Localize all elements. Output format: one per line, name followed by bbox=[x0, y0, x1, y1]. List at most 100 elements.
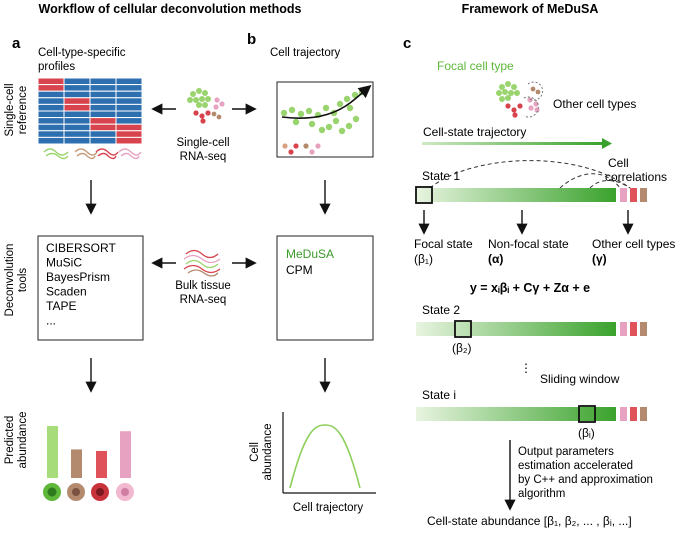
state2-other-pink bbox=[620, 322, 627, 336]
left-header: Workflow of cellular deconvolution metho… bbox=[39, 2, 302, 16]
heatmap-cell bbox=[89, 90, 117, 99]
row-label-ref-1: Single-cell bbox=[4, 83, 16, 136]
scrna-label-2: RNA-seq bbox=[180, 151, 227, 163]
heatmap-cell bbox=[89, 103, 117, 112]
state1-other-red bbox=[630, 188, 637, 202]
state1-label: State 1 bbox=[422, 169, 460, 183]
scrna-label-1: Single-cell bbox=[176, 137, 229, 149]
heatmap-cell bbox=[115, 77, 143, 86]
focal-cell-type-label: Focal cell type bbox=[437, 59, 514, 73]
state1-other-pink bbox=[620, 188, 627, 202]
other-cell-types-label: Other cell types bbox=[553, 97, 636, 111]
cell-types-cluster-icon bbox=[496, 81, 544, 118]
ellipsis-dots: ⋮ bbox=[520, 361, 532, 375]
betai-label: (βᵢ) bbox=[578, 426, 595, 440]
method-medusa: MeDuSA bbox=[286, 247, 334, 261]
trajectory-arrow-shaft bbox=[422, 142, 602, 145]
profiles-label-1: Cell-type-specific bbox=[38, 47, 126, 59]
statei-label: State i bbox=[422, 388, 456, 402]
state1-other-brown bbox=[640, 188, 647, 202]
correlations-label-2: correlations bbox=[605, 170, 667, 184]
heatmap-cell bbox=[37, 130, 65, 138]
statei-window bbox=[578, 405, 596, 423]
tool-item: CIBERSORT bbox=[46, 241, 116, 255]
curve-ylabel-1: Cell bbox=[249, 442, 261, 462]
cell-type-icons bbox=[43, 483, 134, 501]
correlation-arc-1 bbox=[429, 160, 631, 189]
state2-other-red bbox=[630, 322, 637, 336]
statei-other-pink bbox=[620, 407, 627, 421]
panel-b-title: Cell trajectory bbox=[270, 47, 341, 59]
cell-state-abundance-result: Cell-state abundance [β₁, β₂, ... , βᵢ, … bbox=[427, 514, 632, 528]
abundance-curve bbox=[289, 424, 361, 489]
heatmap-cell bbox=[63, 90, 91, 99]
method-cpm: CPM bbox=[286, 263, 313, 277]
trajectory-arrow-head bbox=[602, 138, 612, 149]
heatmap-cell bbox=[37, 97, 65, 105]
abundance-bar bbox=[120, 431, 131, 478]
trajectory-box bbox=[276, 81, 374, 158]
row-label-abund-2: abundance bbox=[17, 412, 29, 469]
heatmap-cell bbox=[63, 130, 91, 138]
heatmap-cell bbox=[115, 110, 143, 119]
panel-c-letter: c bbox=[403, 35, 411, 52]
state2-label: State 2 bbox=[422, 303, 460, 317]
heatmap-cell bbox=[115, 117, 143, 125]
tool-item: ... bbox=[46, 314, 56, 328]
heatmap-cell bbox=[63, 77, 91, 86]
output-text-4: algorithm bbox=[518, 488, 565, 500]
statei-other-red bbox=[630, 407, 637, 421]
sliding-window-label: Sliding window bbox=[540, 372, 620, 386]
heatmap-cell bbox=[37, 123, 65, 132]
heatmap-cell bbox=[89, 110, 117, 119]
nonfocal-state-symbol: (α) bbox=[488, 252, 503, 266]
heatmap-cell bbox=[115, 97, 143, 105]
heatmap-cell bbox=[115, 90, 143, 99]
tool-list: CIBERSORTMuSiCBayesPrismScadenTAPE... bbox=[46, 241, 116, 328]
heatmap-cell bbox=[115, 84, 143, 92]
heatmap-cell bbox=[63, 103, 91, 112]
panel-b-letter: b bbox=[247, 31, 256, 48]
heatmap-cell bbox=[115, 130, 143, 138]
output-text-3: by C++ and approximation bbox=[518, 474, 653, 486]
heatmap-cell bbox=[37, 117, 65, 125]
statei-bar bbox=[416, 407, 616, 421]
predicted-abundance-bars bbox=[47, 426, 131, 478]
other-types-symbol: (γ) bbox=[592, 252, 607, 266]
focal-state-symbol: (β₁) bbox=[414, 252, 433, 266]
model-equation: y = xᵢβᵢ + Cγ + Zα + e bbox=[470, 281, 590, 295]
state2-bar bbox=[416, 322, 616, 336]
correlation-arc-3 bbox=[589, 180, 631, 189]
row-label-ref-2: reference bbox=[17, 86, 29, 135]
trajectory-scatter bbox=[280, 84, 372, 155]
state1-bar bbox=[416, 188, 616, 202]
row-label-tools-2: tools bbox=[17, 268, 29, 293]
row-label-abund-1: Predicted bbox=[4, 416, 16, 465]
tool-item: MuSiC bbox=[46, 256, 82, 270]
state1-window bbox=[415, 186, 433, 204]
abundance-bar bbox=[47, 426, 58, 478]
trajectory-label: Cell-state trajectory bbox=[423, 125, 526, 139]
medusa-box bbox=[276, 235, 374, 341]
heatmap-cell bbox=[89, 130, 117, 138]
abundance-bar bbox=[71, 449, 82, 478]
bulk-label-1: Bulk tissue bbox=[175, 280, 231, 292]
state2-other-brown bbox=[640, 322, 647, 336]
output-text-2: estimation accelerated bbox=[518, 460, 633, 472]
tools-box bbox=[37, 235, 144, 341]
beta2-label: (β₂) bbox=[452, 341, 472, 355]
heatmap-cell bbox=[37, 136, 65, 145]
abundance-bar bbox=[96, 450, 107, 478]
heatmap-cell bbox=[115, 103, 143, 112]
bulk-tissue-icon bbox=[183, 249, 221, 277]
heatmap-cell bbox=[37, 90, 65, 99]
heatmap-cell bbox=[89, 117, 117, 125]
nonfocal-state-label: Non-focal state bbox=[488, 237, 569, 251]
single-cell-cluster-icon bbox=[187, 88, 225, 124]
curve-xlabel: Cell trajectory bbox=[293, 502, 364, 514]
heatmap-cell-glyphs bbox=[43, 148, 142, 160]
heatmap-cell bbox=[63, 97, 91, 105]
state2-window bbox=[454, 320, 472, 338]
heatmap-cell bbox=[89, 77, 117, 86]
